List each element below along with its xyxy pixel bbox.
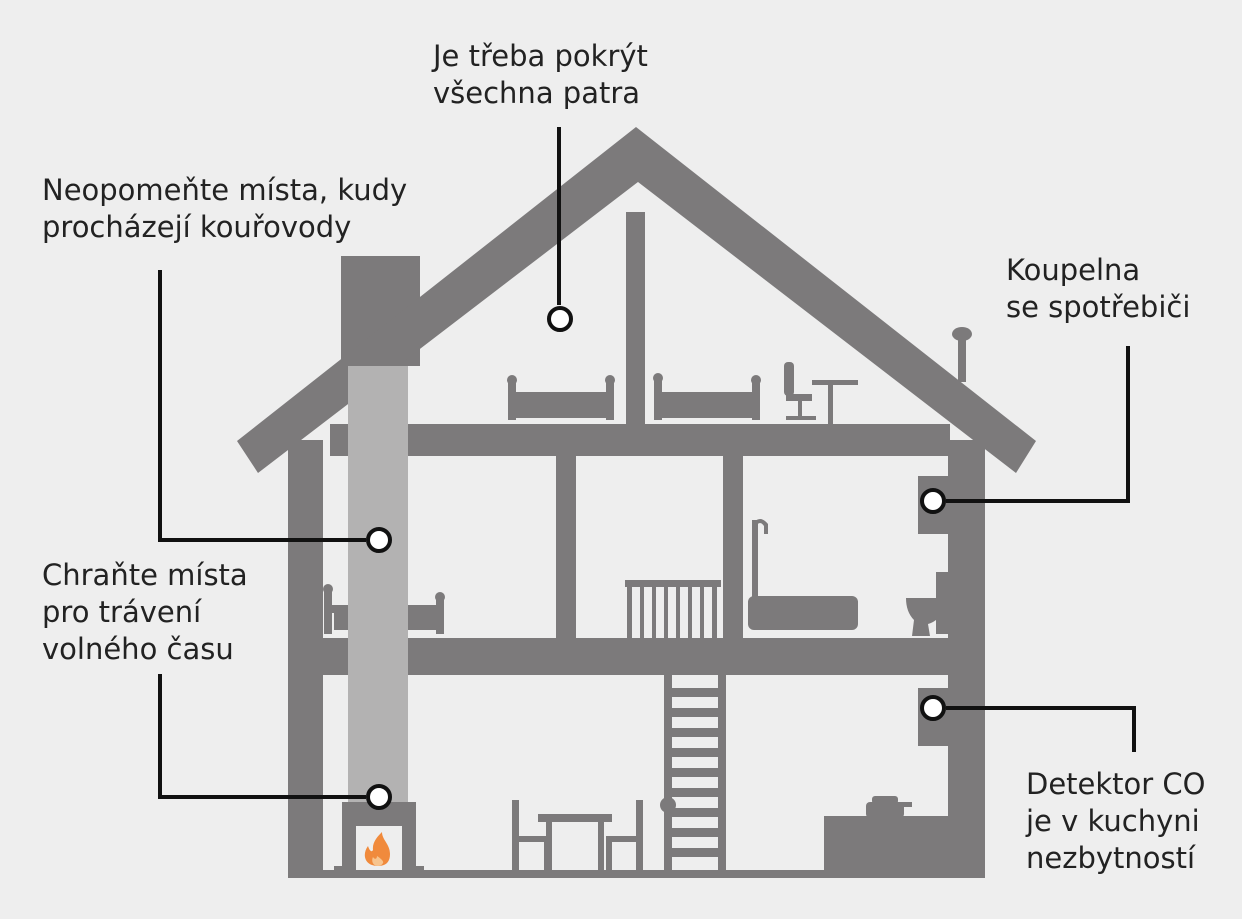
callout-floors-line-2: všechna patra (433, 76, 641, 110)
toilet-icon (906, 572, 950, 636)
callout-kitchen: Detektor CO je v kuchyni nezbytností (1026, 766, 1206, 877)
callout-floors-line-1: Je třeba pokrýt (433, 39, 648, 73)
marker-leisure (366, 784, 392, 810)
marker-bathroom (920, 488, 946, 514)
callout-kitchen-line-1: Detektor CO (1026, 767, 1206, 801)
office-chair-icon (784, 362, 858, 424)
stove-icon (824, 796, 948, 872)
callout-bathroom-line-2: se spotřebiči (1006, 290, 1191, 324)
ground-strip (288, 870, 985, 878)
leader-line-leisure (158, 674, 366, 799)
dining-table-icon (512, 800, 643, 872)
marker-floors (547, 306, 573, 332)
fireplace (334, 802, 424, 874)
leader-line-flues (158, 270, 366, 542)
attic-post (626, 212, 645, 424)
inner-wall-2 (723, 456, 743, 638)
callout-kitchen-line-2: je v kuchyni (1026, 804, 1200, 838)
callout-flues: Neopomeňte místa, kudy procházejí kouřov… (42, 172, 407, 246)
chimney-flue (348, 366, 408, 802)
vent-pipe (952, 327, 972, 382)
callout-flues-line-1: Neopomeňte místa, kudy (42, 173, 408, 207)
leader-line-kitchen (946, 706, 1136, 752)
callout-bathroom: Koupelna se spotřebiči (1006, 252, 1190, 326)
bed-icon (653, 373, 761, 420)
marker-kitchen (920, 695, 946, 721)
callout-leisure-line-3: volného času (42, 632, 234, 666)
stair-railing (625, 580, 721, 638)
inner-wall-1 (556, 456, 576, 638)
flame-icon (364, 832, 390, 866)
bed-icon (507, 375, 615, 420)
callout-kitchen-line-3: nezbytností (1026, 841, 1196, 875)
attic-floor (330, 424, 950, 456)
bathtub-icon (748, 519, 858, 630)
ladder-icon (660, 675, 726, 871)
callout-leisure-line-1: Chraňte místa (42, 558, 248, 592)
leader-line-bathroom (946, 346, 1130, 503)
callout-leisure-line-2: pro trávení (42, 595, 202, 629)
callout-flues-line-2: procházejí kouřovody (42, 210, 352, 244)
callout-bathroom-line-1: Koupelna (1006, 253, 1141, 287)
marker-flues (366, 527, 392, 553)
callout-floors: Je třeba pokrýt všechna patra (433, 38, 648, 112)
callout-leisure: Chraňte místa pro trávení volného času (42, 557, 248, 668)
